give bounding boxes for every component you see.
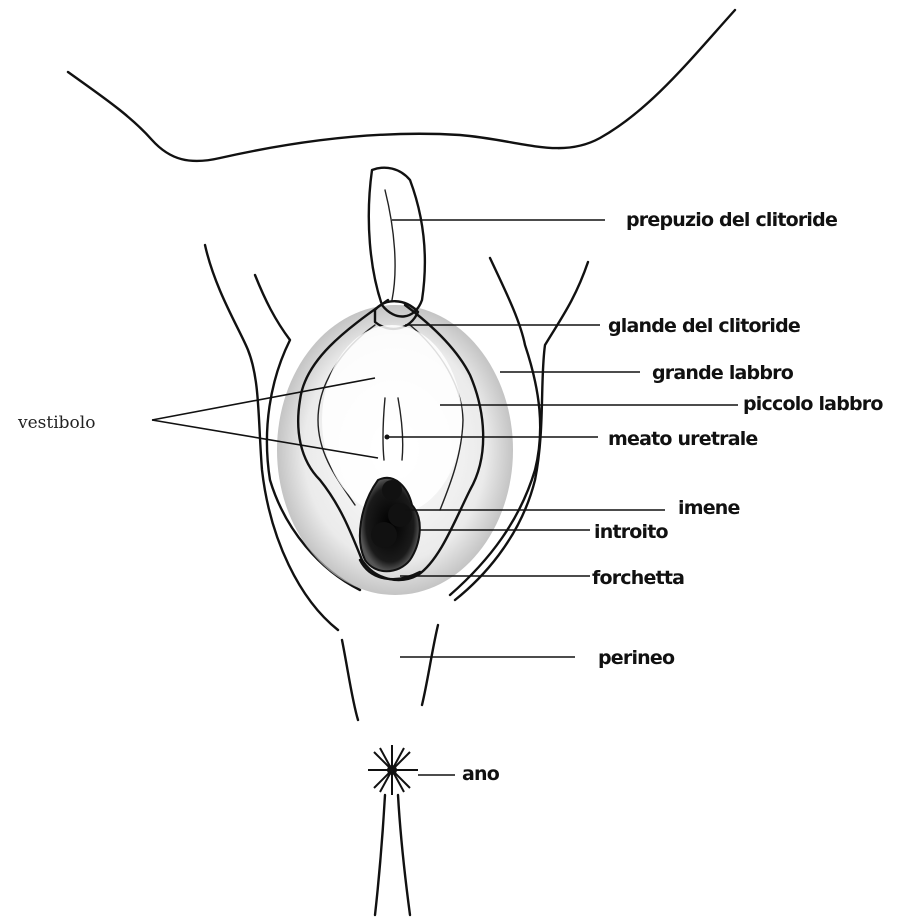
label-ano: ano: [462, 763, 500, 785]
label-prepuzio: prepuzio del clitoride: [626, 209, 837, 231]
perineum-right: [422, 625, 438, 705]
meatus-dot: [385, 435, 390, 440]
label-meato: meato uretrale: [608, 428, 758, 450]
label-introito: introito: [594, 521, 669, 543]
gluteal-cleft: [375, 795, 410, 915]
clitoral-hood: [369, 168, 425, 317]
hymen-blob-2: [388, 503, 412, 527]
hymen-blob-3: [371, 522, 397, 548]
anus-mark: [368, 745, 418, 795]
label-glande: glande del clitoride: [608, 315, 800, 337]
label-perineo: perineo: [598, 647, 675, 669]
label-imene: imene: [678, 497, 740, 519]
perineum-left: [342, 640, 358, 720]
label-vestibolo: vestibolo: [17, 413, 95, 433]
label-piccolo-labbro: piccolo labbro: [743, 393, 883, 415]
clitoral-hood-inner: [385, 190, 395, 300]
abdomen-contour: [68, 10, 735, 161]
label-forchetta: forchetta: [592, 567, 684, 589]
label-grande-labbro: grande labbro: [652, 362, 794, 384]
hymen-blob-1: [382, 480, 402, 500]
